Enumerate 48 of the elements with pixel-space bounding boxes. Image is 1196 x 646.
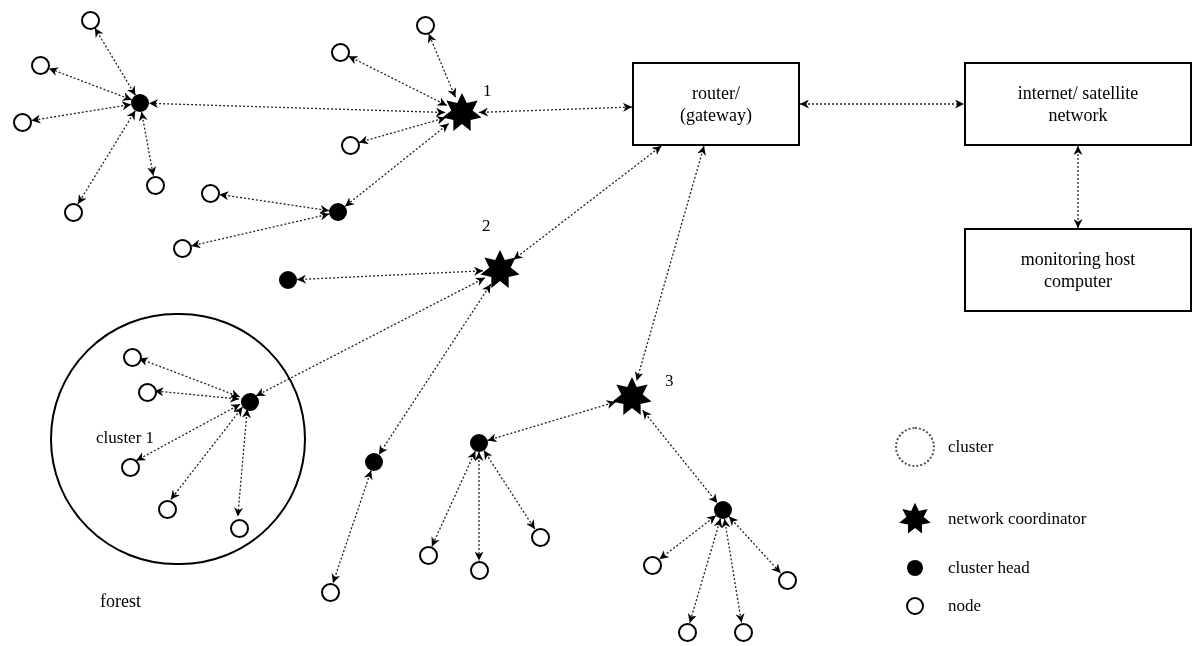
dotted-arrow [30, 101, 132, 124]
dotted-arrow [728, 515, 782, 574]
dotted-arrow [138, 111, 157, 177]
box-label: router/ (gateway) [679, 82, 753, 126]
dotted-arrow [512, 145, 662, 261]
legend-label: network coordinator [948, 510, 1087, 527]
dotted-arrow [255, 277, 486, 397]
component-box [964, 62, 1192, 146]
dotted-arrow [1073, 145, 1083, 229]
dotted-arrow [474, 451, 484, 562]
dotted-arrow [634, 145, 706, 382]
coordinator-star [479, 249, 521, 291]
dotted-arrow [478, 102, 633, 117]
dotted-arrow [378, 283, 492, 456]
coordinator-star [611, 376, 653, 418]
coordinator-number: 1 [483, 82, 492, 99]
legend-label: cluster head [948, 559, 1030, 576]
component-box [632, 62, 800, 146]
dotted-arrow [296, 266, 484, 284]
dotted-arrow [190, 211, 330, 249]
component-box [964, 228, 1192, 312]
dotted-arrow [428, 33, 457, 98]
dotted-arrow [486, 400, 617, 443]
coordinator-number: 2 [482, 217, 491, 234]
box-label: internet/ satellite network [1016, 82, 1140, 126]
cluster-label: cluster 1 [96, 427, 155, 449]
dotted-arrow [94, 27, 137, 96]
dotted-arrow [658, 514, 717, 560]
dotted-arrow [483, 449, 536, 530]
dotted-arrow [687, 517, 723, 624]
dotted-arrow [170, 406, 244, 501]
dotted-arrow [642, 409, 719, 504]
coordinator-star [441, 92, 483, 134]
coordinator-number: 3 [665, 372, 674, 389]
dotted-arrow [721, 518, 745, 624]
dotted-arrow [431, 450, 476, 548]
legend-label: node [948, 597, 982, 614]
dotted-arrow [331, 469, 373, 584]
dotted-arrow [358, 115, 447, 145]
box-label: monitoring host computer [1019, 248, 1137, 292]
dotted-arrow [148, 99, 446, 117]
area-label: forest [100, 590, 141, 613]
dotted-arrow [48, 67, 133, 101]
dotted-arrow [218, 191, 330, 214]
dotted-arrow [799, 99, 965, 109]
dotted-arrow [344, 122, 450, 208]
dotted-arrow [77, 110, 136, 205]
legend-label: cluster [948, 438, 994, 455]
